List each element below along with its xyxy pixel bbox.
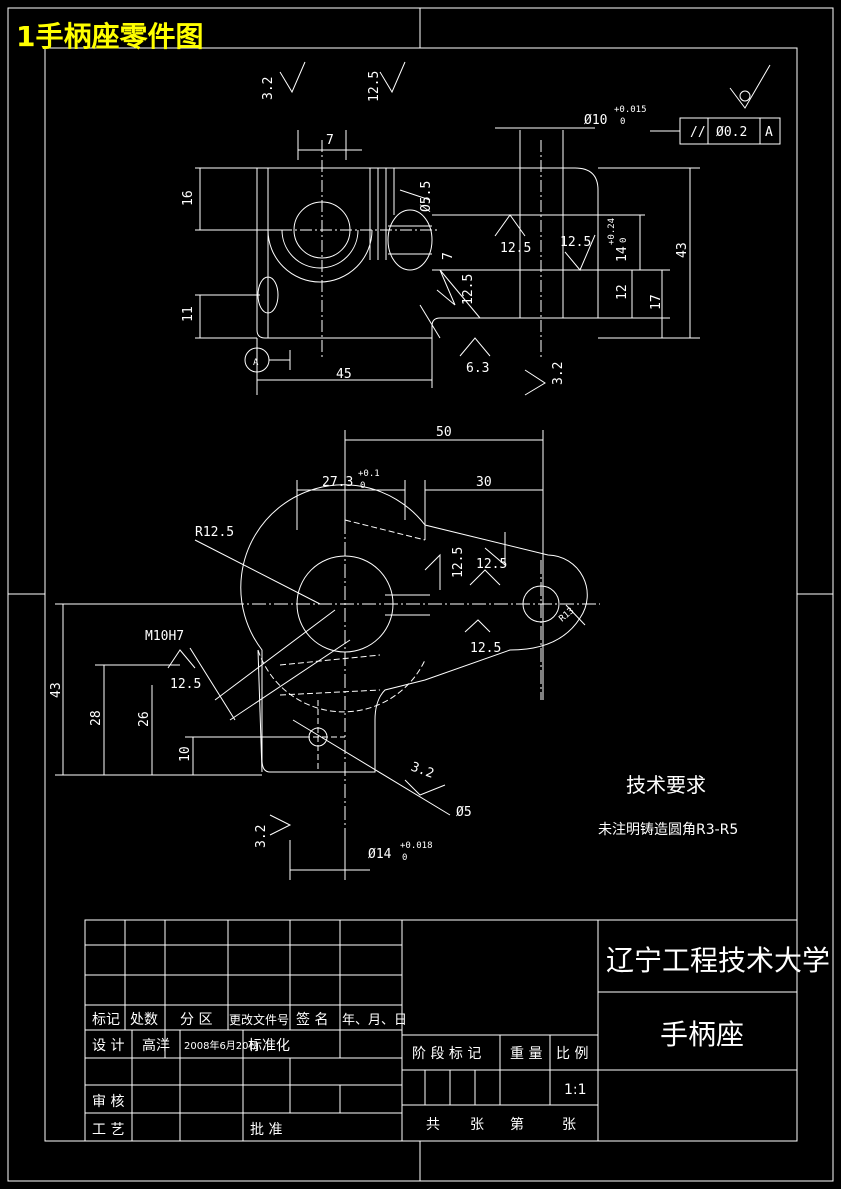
dim-phi10: Ø10	[584, 113, 607, 128]
dim-phi5-5: Ø5.5	[419, 181, 434, 212]
roughness-label: 12.5	[470, 641, 501, 656]
dim-phi10-tol-lower: 0	[620, 117, 625, 127]
dim-7-top: 7	[326, 133, 334, 148]
header-count: 处数	[130, 1012, 158, 1028]
roughness-label: 3.2	[261, 77, 276, 100]
dim-14: 14	[615, 246, 630, 262]
roughness-label: 12.5	[476, 557, 507, 572]
dim-10: 10	[178, 746, 193, 762]
roughness-label: 3.2	[254, 825, 269, 848]
design-label: 设 计	[92, 1038, 124, 1054]
dim-r12-5: R12.5	[195, 525, 234, 540]
dim-16: 16	[181, 190, 196, 206]
sheet-unit-label: 张	[562, 1117, 576, 1133]
dim-phi14-tol-lower: 0	[402, 853, 407, 863]
dim-12: 12	[615, 284, 630, 300]
dim-phi14: Ø14	[368, 847, 392, 862]
weight-label: 重 量	[510, 1046, 542, 1062]
top-roughness-symbols	[280, 62, 770, 395]
design-date: 2008年6月20日	[184, 1039, 259, 1052]
roughness-label: 12.5	[500, 241, 531, 256]
process-label: 工 艺	[92, 1122, 124, 1138]
roughness-label: 3.2	[551, 362, 566, 385]
roughness-label: 6.3	[466, 361, 489, 376]
dim-43-top: 43	[675, 242, 690, 258]
header-mark: 标记	[92, 1012, 120, 1028]
roughness-label: 3.2	[409, 760, 436, 782]
dim-27-3-tol-upper: +0.1	[358, 469, 380, 479]
dim-17: 17	[649, 294, 664, 310]
top-view-dimension-lines	[195, 128, 700, 395]
header-change-doc: 更改文件号	[229, 1012, 289, 1027]
dim-26: 26	[137, 711, 152, 727]
dim-phi14-tol-upper: +0.018	[400, 841, 433, 851]
institution-name: 辽宁工程技术大学	[606, 944, 830, 977]
dim-14-tol-lower: 0	[619, 238, 629, 243]
dim-30: 30	[476, 475, 492, 490]
dim-45: 45	[336, 367, 352, 382]
dim-phi10-tol-upper: +0.015	[614, 105, 647, 115]
sheets-label: 张	[470, 1117, 484, 1133]
dim-27-3: 27.3	[322, 475, 353, 490]
title-block-grid	[85, 920, 797, 1141]
sheet-no-label: 第	[510, 1116, 524, 1133]
roughness-label: 12.5	[451, 547, 466, 578]
top-view-outline	[200, 130, 670, 388]
stage-mark-label: 阶 段 标 记	[412, 1046, 481, 1062]
dim-7-side: 7	[441, 252, 456, 260]
geo-tol-symbol: //	[690, 125, 706, 140]
designer-name: 高洋	[142, 1037, 170, 1054]
header-zone: 分 区	[180, 1012, 212, 1028]
standardization-label: 标准化	[248, 1038, 290, 1054]
datum-a-marker	[245, 348, 290, 372]
page-title: 1手柄座零件图	[16, 20, 203, 53]
roughness-label: 12.5	[367, 71, 382, 102]
dim-11: 11	[181, 306, 196, 322]
datum-a-label: A	[253, 358, 259, 368]
dim-phi5: Ø5	[456, 805, 472, 820]
geo-tolerance-frame	[650, 118, 780, 144]
front-view-outline	[215, 485, 600, 880]
approve-label: 批 准	[250, 1122, 282, 1138]
dim-50: 50	[436, 425, 452, 440]
scale-value: 1:1	[564, 1082, 587, 1098]
dim-28: 28	[89, 710, 104, 726]
dim-27-3-tol-lower: 0	[360, 481, 365, 491]
front-roughness-symbols	[168, 532, 505, 835]
roughness-label: 12.5	[461, 274, 476, 305]
dim-m10h7: M10H7	[145, 629, 184, 644]
ratio-label: 比 例	[556, 1046, 588, 1062]
roughness-label: 12.5	[560, 235, 591, 250]
dim-14-tol-upper: +0.24	[607, 218, 617, 245]
roughness-label: 12.5	[170, 677, 201, 692]
total-label: 共	[426, 1117, 440, 1133]
geo-tol-datum: A	[765, 125, 773, 140]
part-name: 手柄座	[660, 1018, 744, 1051]
front-view-dimension-lines	[55, 430, 585, 880]
tech-req-heading: 技术要求	[626, 773, 706, 797]
header-signature: 签 名	[296, 1011, 328, 1028]
header-date: 年、月、日	[342, 1013, 407, 1028]
tech-req-note: 未注明铸造圆角R3-R5	[598, 822, 738, 838]
geo-tol-value: Ø0.2	[716, 125, 747, 140]
dim-r13: R13	[558, 606, 577, 624]
dim-43-front: 43	[49, 682, 64, 698]
review-label: 审 核	[92, 1094, 124, 1110]
